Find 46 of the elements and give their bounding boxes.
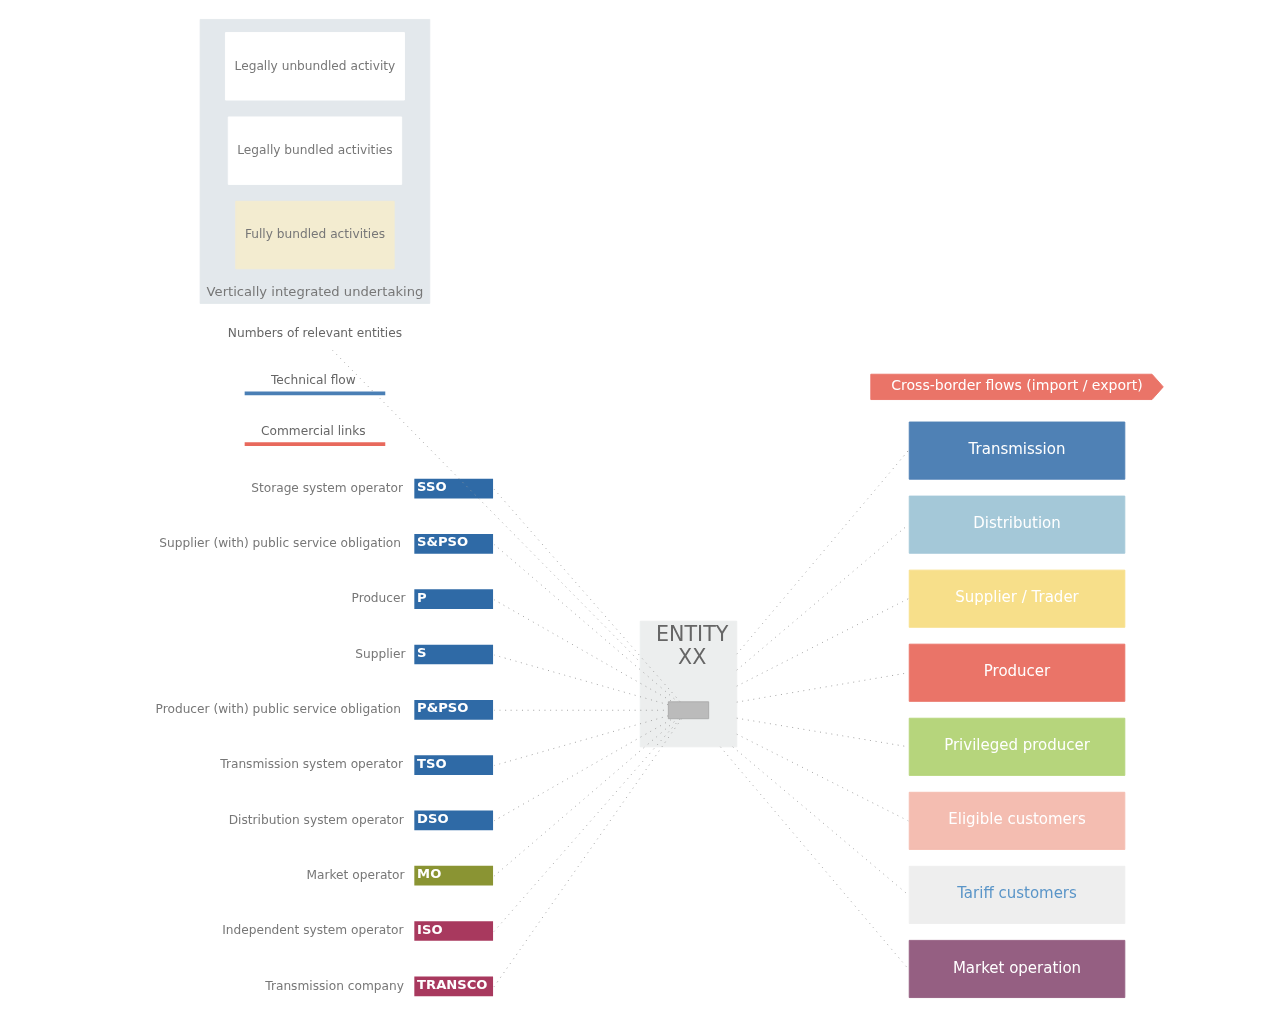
node-text: Numbers of relevant entities <box>227 325 402 340</box>
node-box: Distribution <box>908 495 1125 554</box>
node-box <box>667 701 709 720</box>
connector <box>493 718 678 877</box>
node-box: DSO <box>413 810 493 831</box>
node-box: P&PSO <box>413 699 493 720</box>
node-box: MO <box>413 865 493 886</box>
node-box: TSO <box>413 755 493 775</box>
connector <box>719 746 909 970</box>
node-box: Eligible customers <box>908 791 1125 850</box>
node-box: S <box>413 644 493 665</box>
connector <box>493 543 678 703</box>
node-box: Fully bundled activities <box>234 200 395 270</box>
node-label: Transmission system operator <box>219 757 403 772</box>
node-box: Privileged producer <box>908 717 1125 776</box>
connector <box>493 718 673 822</box>
legend-label: Technical flow <box>270 373 356 388</box>
node-label: Storage system operator <box>250 480 403 495</box>
node-box: P <box>413 589 493 610</box>
node-box: Supplier / Trader <box>908 569 1125 628</box>
node-box: Legally unbundled activity <box>224 32 405 101</box>
connector <box>735 450 909 655</box>
node-label: Market operator <box>306 867 405 882</box>
connector <box>493 718 682 988</box>
node-label: Independent system operator <box>221 923 403 938</box>
node-box: ISO <box>413 921 493 941</box>
connector <box>493 718 680 932</box>
connector <box>493 488 680 703</box>
legend-label: Commercial links <box>260 424 366 439</box>
node-label: Distribution system operator <box>228 812 404 827</box>
node-box: Market operation <box>908 939 1125 998</box>
connector <box>493 715 669 767</box>
node-label: Supplier (with) public service obligation <box>158 536 401 551</box>
node-box: Transmission <box>908 421 1125 480</box>
node-label: Supplier <box>354 646 405 661</box>
node-box: Producer <box>908 643 1125 702</box>
connector <box>493 599 673 703</box>
node-label: Producer <box>351 591 405 606</box>
node-box: S&PSO <box>413 534 493 554</box>
node-label: Transmission company <box>264 978 404 993</box>
node-box: SSO <box>413 478 493 499</box>
node-box: TRANSCO <box>413 976 493 997</box>
cluster: ENTITY XX <box>639 620 737 748</box>
node-box: Legally bundled activities <box>227 116 402 185</box>
connector <box>493 654 669 706</box>
node-label: Producer (with) public service obligation <box>155 701 401 716</box>
